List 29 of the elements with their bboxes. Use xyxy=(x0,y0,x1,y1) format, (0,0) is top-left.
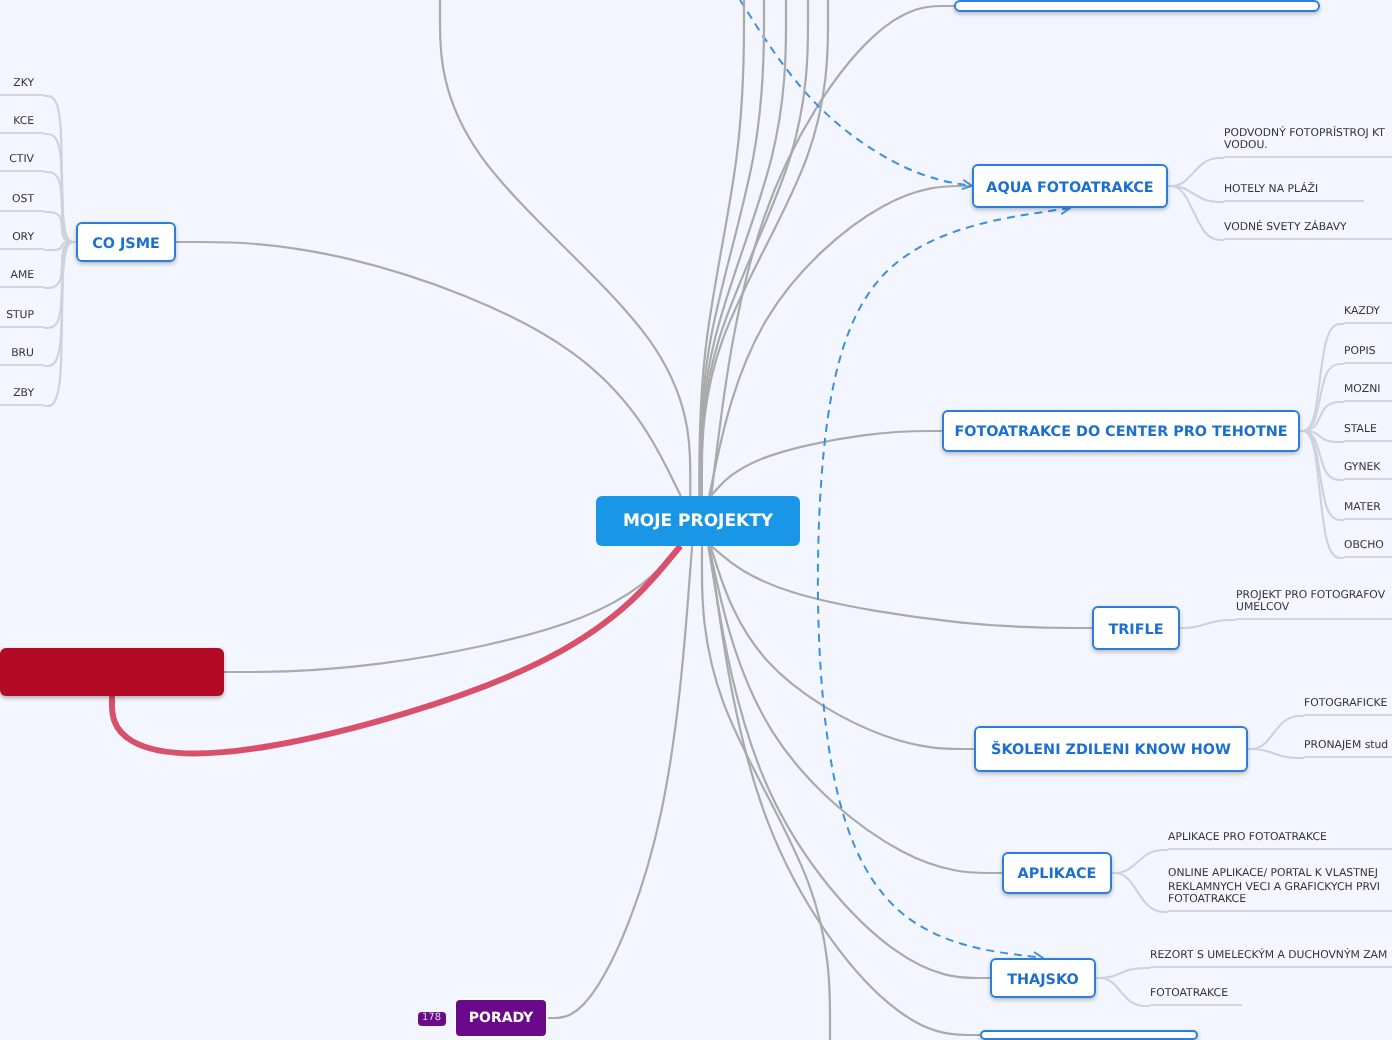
branch-line xyxy=(710,545,1092,630)
branch-line xyxy=(709,545,974,751)
branch-line xyxy=(700,546,832,1040)
branch-line xyxy=(1300,429,1344,560)
branch-line xyxy=(109,544,683,757)
branch-line xyxy=(1096,976,1150,1008)
branch-line xyxy=(698,0,766,496)
branch-line xyxy=(700,0,830,496)
branch-line xyxy=(1112,871,1168,914)
branch-line xyxy=(700,0,810,496)
branch-line xyxy=(1300,322,1344,433)
branch-line xyxy=(1168,184,1224,242)
dashed-connector xyxy=(816,203,1071,963)
box-shape xyxy=(0,648,224,696)
branch-line xyxy=(176,240,682,497)
branch-line xyxy=(44,94,76,244)
branch-line xyxy=(1180,618,1236,630)
branch-line xyxy=(709,429,942,497)
branch-line xyxy=(698,0,746,496)
branch-line xyxy=(548,545,694,1020)
dashed-connector xyxy=(739,0,973,191)
branch-line xyxy=(44,240,76,408)
box-shape xyxy=(954,0,1320,12)
central-topic-box: MOJE PROJEKTY xyxy=(596,496,800,546)
branch-line xyxy=(708,184,972,497)
box-shape xyxy=(980,1030,1198,1040)
branch-line xyxy=(438,0,692,496)
branch-line xyxy=(1248,747,1304,760)
branch-line xyxy=(710,4,954,497)
